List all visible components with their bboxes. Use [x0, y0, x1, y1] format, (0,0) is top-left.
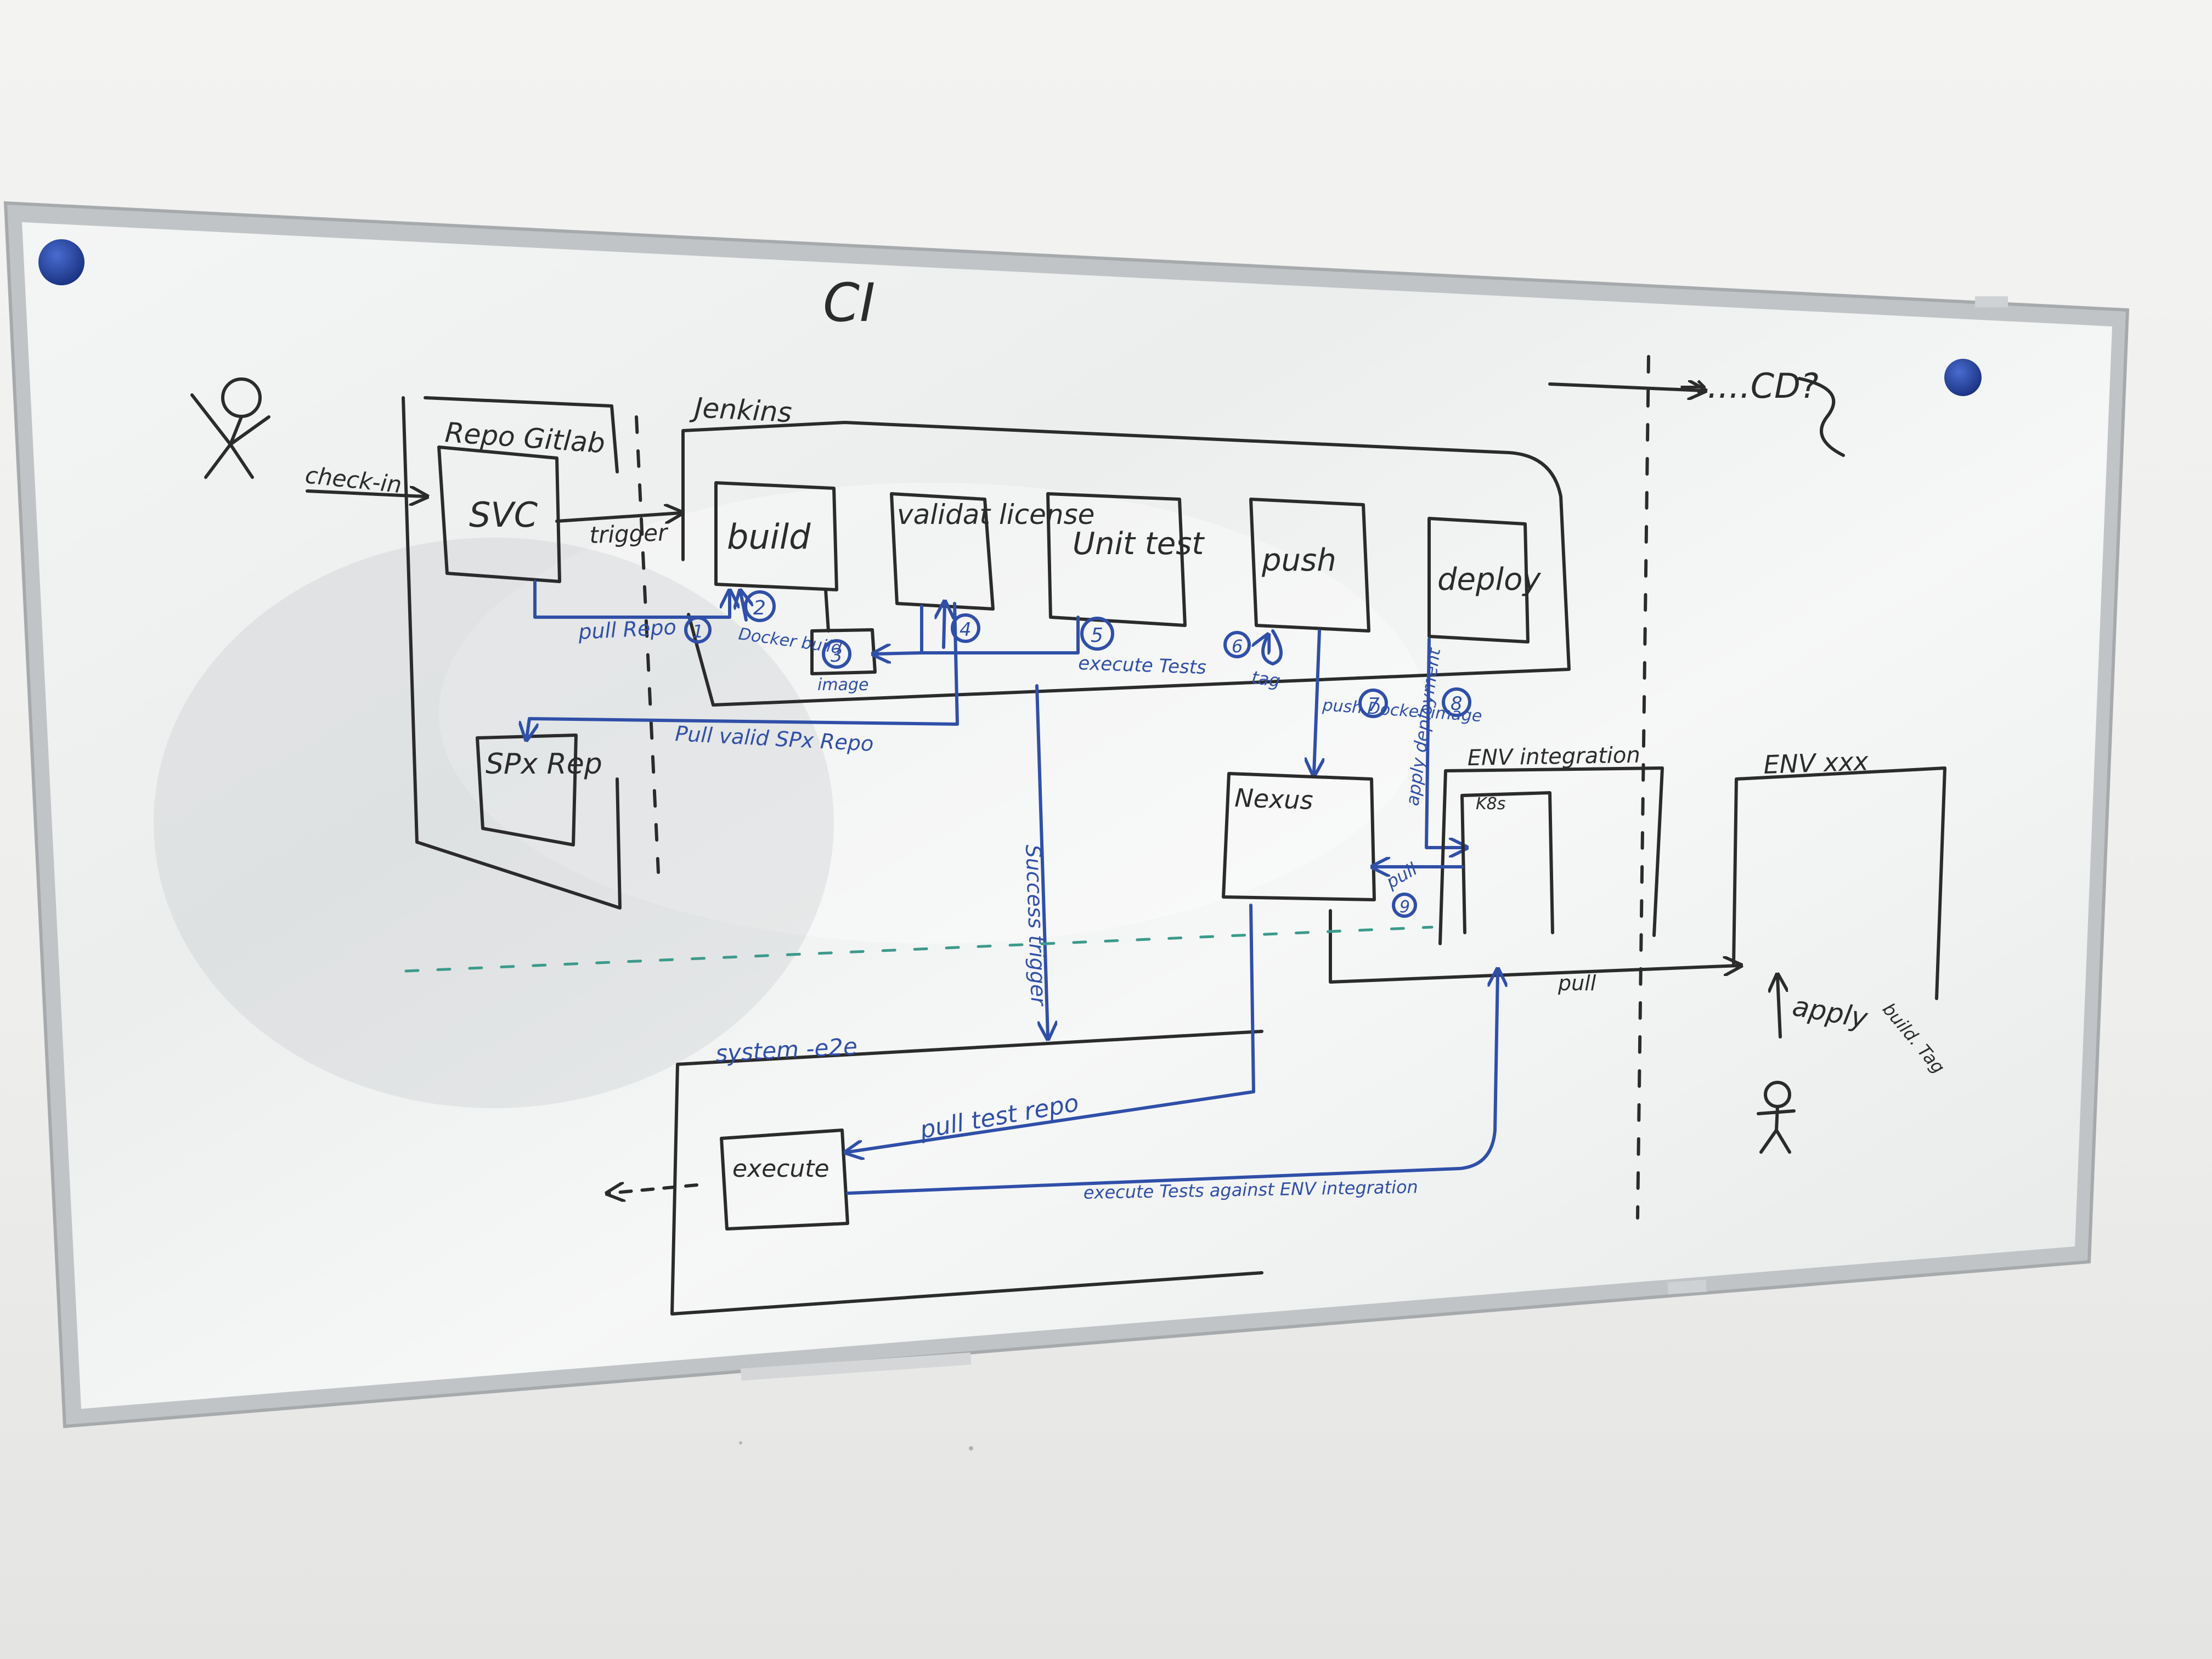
window-reflection: [439, 483, 1426, 944]
docker-build-arrow: [741, 592, 746, 622]
validate-license-text: validat license: [897, 499, 1094, 531]
step-9-number: 9: [1400, 898, 1410, 917]
build-label: build: [727, 517, 811, 557]
cd-boundary-dashed-line: [1636, 355, 1650, 1220]
operator-figure-icon: [1757, 1081, 1796, 1154]
cd-arrow: [1548, 384, 1703, 391]
deploy-box: [1427, 517, 1530, 644]
apply-arrow: [1778, 977, 1780, 1039]
pull-repo-label: pull Repo: [577, 615, 677, 644]
step-4-badge: [951, 613, 980, 643]
teal-dashed-separator: [404, 926, 1434, 973]
spx-repo-text: SPx Rep: [486, 748, 602, 781]
magnet-icon: [1944, 359, 1982, 396]
magnet-icon: [38, 239, 84, 285]
env-xxx-container: [1732, 766, 1946, 1000]
step-4-number: 4: [960, 619, 972, 641]
push-label: push: [1261, 543, 1336, 578]
execute-tests-label: execute Tests: [1078, 652, 1207, 679]
step-2-number: 2: [753, 597, 766, 619]
build-box: [714, 481, 838, 591]
spx-repo-label: SPx Rep: [486, 748, 602, 781]
unit-test-to-image-line: [920, 616, 1080, 654]
cd-label: →....CD?: [1679, 366, 1819, 406]
developer-figure-icon: [190, 377, 270, 479]
env-xxx-pull-arrow: [1329, 909, 1739, 984]
step-3-number: 3: [831, 645, 843, 667]
push-docker-image-arrow: [1314, 629, 1319, 774]
repo-gitlab-container: [402, 396, 622, 910]
shadow-reflection: [154, 538, 834, 1108]
image-label: image: [817, 675, 868, 695]
unit-test-box: [1046, 492, 1187, 627]
step-7-badge: [1358, 689, 1388, 718]
env-xxx-label: ENV xxx: [1763, 746, 1869, 780]
trigger-arrow: [555, 513, 680, 521]
board-clip: [1667, 1279, 1707, 1295]
k8s-box: [1460, 791, 1554, 934]
jenkins-container: [681, 421, 1571, 707]
spx-repo-box: [476, 733, 578, 847]
execute-output-dashed-arrow: [609, 1185, 698, 1193]
step-6-badge: [1223, 631, 1251, 658]
step-5-number: 5: [1091, 624, 1103, 647]
cd-question-curl: [1798, 377, 1845, 457]
step-9-badge: [1392, 893, 1417, 918]
push-box: [1249, 498, 1370, 633]
step-7-number: 7: [1368, 694, 1380, 716]
k8s-label: K8s: [1476, 794, 1505, 814]
step-1-number: 1: [692, 621, 703, 642]
validate-license-label: validat license: [897, 499, 1094, 531]
validate-license-arrow: [944, 603, 945, 649]
tag-label: tag: [1250, 667, 1282, 691]
whiteboard-surface: [22, 222, 2112, 1409]
step-8-number: 8: [1451, 693, 1463, 715]
wall-mark: [739, 1441, 742, 1444]
env-integration-container: [1438, 766, 1664, 945]
apply-deployment-arrow: [1425, 637, 1465, 848]
tag-loop-arrow: [1263, 629, 1283, 665]
validate-license-box: [890, 492, 995, 611]
nexus-label: Nexus: [1234, 783, 1314, 815]
nexus-box: [1222, 772, 1376, 901]
execute-label: execute: [732, 1155, 830, 1183]
board-clip: [1975, 296, 2008, 307]
ci-boundary-dashed-line: [635, 415, 660, 874]
trigger-label: trigger: [589, 519, 669, 549]
env-integration-label: ENV integration: [1467, 743, 1640, 771]
ci-title: CI: [823, 272, 875, 334]
step-3-badge: [822, 639, 851, 669]
svc-label: SVC: [469, 495, 538, 535]
execute-tests-env-arrow: [846, 971, 1498, 1195]
step-5-badge: [1080, 617, 1114, 651]
pull-test-repo-arrow: [848, 904, 1255, 1152]
image-box: [810, 628, 877, 675]
env-xxx-pull-label: pull: [1558, 971, 1596, 995]
success-trigger-arrow: [1035, 684, 1048, 1037]
step-8-badge: [1442, 687, 1471, 717]
step-1-badge: [684, 616, 712, 644]
svc-box: [437, 445, 561, 583]
marker-tray: [740, 1352, 972, 1381]
jenkins-label: Jenkins: [689, 392, 793, 429]
pull-repo-arrow: [533, 580, 730, 619]
wall-mark: [969, 1446, 973, 1451]
execute-box: [720, 1128, 849, 1231]
unit-test-label: Unit test: [1073, 526, 1205, 562]
system-e2e-container: [670, 1030, 1263, 1316]
build-to-image-line: [824, 588, 830, 633]
success-trigger-label: Success trigger: [1021, 844, 1051, 1007]
deploy-label: deploy: [1437, 562, 1541, 597]
pull-valid-spx-arrow: [527, 602, 959, 738]
step-6-number: 6: [1232, 636, 1243, 657]
